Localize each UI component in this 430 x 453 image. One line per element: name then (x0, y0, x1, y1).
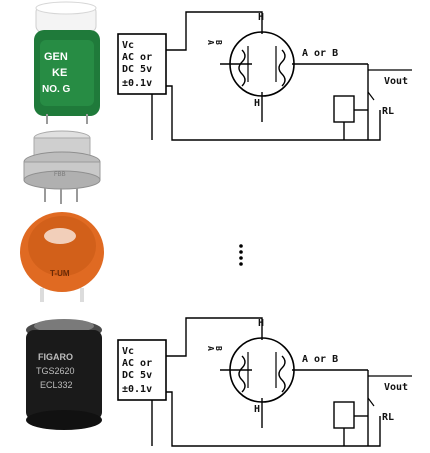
vout-label: Vout (384, 382, 408, 393)
supply-ac-label: AC or (122, 358, 152, 369)
supply-vc-label: Vc (122, 346, 134, 357)
circuit-diagram-top: Vc AC or DC 5v ±0.1v H H A or B Vout RL (112, 0, 430, 150)
heater-top-label: H (258, 318, 264, 329)
vout-label: Vout (384, 76, 408, 87)
supply-vc-label: Vc (122, 40, 134, 51)
supply-dc-label: DC 5v (122, 370, 152, 381)
rotated-a-label: A (206, 346, 215, 351)
orange-gas-sensor: T-UM (20, 212, 104, 302)
load-resistor-label: RL (382, 412, 394, 423)
green-sensor-label-2: KE (52, 67, 67, 79)
sensor-photos: GEN KE NO. G FBB T-UM (20, 1, 104, 430)
metal-mesh-sensor: FBB (23, 130, 101, 204)
black-figaro-sensor: FIGARO TGS2620 ECL332 (26, 319, 102, 430)
heater-bottom-label: H (254, 98, 260, 109)
electrode-a-or-b-label: A or B (302, 48, 338, 59)
supply-tol-label: ±0.1v (122, 78, 152, 89)
figaro-label-1: FIGARO (38, 352, 73, 362)
supply-dc-label: DC 5v (122, 64, 152, 75)
rotated-a-label: A (206, 40, 215, 45)
rotated-b-label: B (214, 40, 223, 45)
electrode-a-or-b-label: A or B (302, 354, 338, 365)
supply-ac-label: AC or (122, 52, 152, 63)
supply-tol-label: ±0.1v (122, 384, 152, 395)
orange-sensor-label: T-UM (50, 269, 70, 278)
figaro-label-2: TGS2620 (36, 366, 75, 376)
circuit-top-drawing: Vc AC or DC 5v ±0.1v H H A or B Vout RL (117, 11, 412, 141)
load-resistor-label: RL (382, 106, 394, 117)
sensor-photo-column: GEN KE NO. G FBB T-UM (0, 0, 120, 448)
green-sensor-label-3: NO. G (42, 84, 71, 95)
green-sensor-label-1: GEN (44, 51, 68, 63)
green-gas-sensor: GEN KE NO. G (34, 1, 100, 124)
mesh-sensor-label: FBB (54, 172, 66, 178)
circuit-bottom-drawing: Vc AC or DC 5v ±0.1v H H A or B Vout RL … (117, 317, 412, 447)
heater-top-label: H (258, 12, 264, 23)
heater-bottom-label: H (254, 404, 260, 415)
circuit-diagram-bottom: Vc AC or DC 5v ±0.1v H H A or B Vout RL … (112, 300, 430, 450)
middle-dots-mark (236, 240, 246, 280)
rotated-b-label: B (214, 346, 223, 351)
figaro-label-3: ECL332 (40, 380, 73, 390)
